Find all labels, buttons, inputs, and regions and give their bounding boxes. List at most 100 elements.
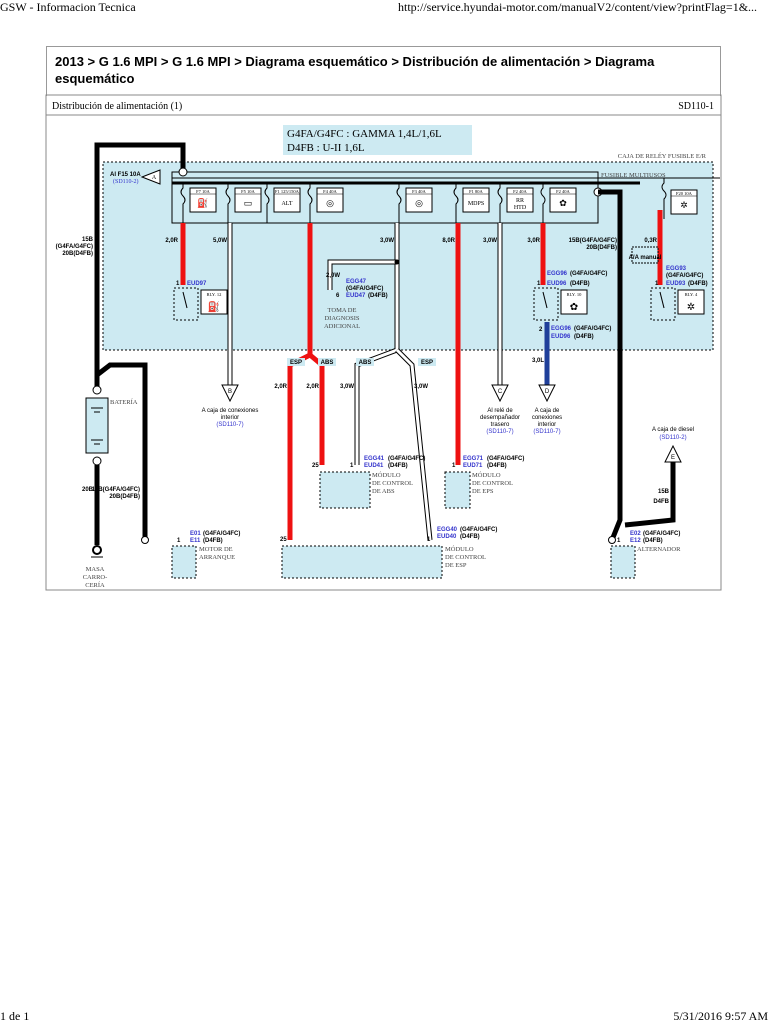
svg-text:8,0R: 8,0R	[442, 238, 455, 244]
eps-module	[444, 471, 471, 509]
svg-text:(SD110-7): (SD110-7)	[216, 422, 243, 428]
svg-text:(SD110-2): (SD110-2)	[659, 435, 686, 441]
esp-module	[281, 545, 443, 579]
svg-text:F7 10A: F7 10A	[196, 189, 210, 194]
relay-r12: RLY. 12⛽	[173, 287, 228, 321]
svg-text:F2 40A: F2 40A	[513, 189, 527, 194]
svg-text:ESP: ESP	[290, 360, 302, 366]
fan-icon: ✿	[559, 198, 567, 208]
svg-text:MOTOR DE: MOTOR DE	[199, 546, 233, 553]
svg-text:interior: interior	[538, 422, 556, 428]
connector-a-label: Al F15 10A	[110, 172, 141, 178]
svg-text:15B: 15B	[82, 237, 94, 243]
svg-text:F20 10A: F20 10A	[676, 191, 693, 196]
svg-text:RR: RR	[516, 198, 524, 204]
svg-text:EUD96: EUD96	[547, 281, 567, 287]
fuse-8: F20 10A ✲	[661, 178, 698, 219]
svg-text:F1 125/150A: F1 125/150A	[275, 189, 300, 194]
svg-text:A caja de: A caja de	[535, 408, 560, 414]
svg-text:1: 1	[452, 463, 456, 469]
svg-text:conexiones: conexiones	[532, 415, 562, 421]
svg-text:B: B	[228, 389, 232, 395]
svg-text:ESP: ESP	[421, 360, 433, 366]
diagram-code: SD110-1	[678, 101, 714, 112]
svg-text:(D4FB): (D4FB)	[570, 281, 590, 287]
ac-manual-label: A/A manual	[629, 255, 662, 261]
svg-text:2,0R: 2,0R	[165, 238, 178, 244]
svg-text:(D4FB): (D4FB)	[203, 538, 223, 544]
svg-text:MASA: MASA	[86, 566, 105, 573]
svg-text:DE ABS: DE ABS	[372, 488, 395, 495]
svg-text:25: 25	[312, 463, 319, 469]
svg-text:(D4FB): (D4FB)	[460, 534, 480, 540]
relay-box-label: CAJA DE RELÉY FUSIBLE E/R	[618, 152, 707, 160]
svg-text:A: A	[152, 175, 157, 181]
print-datetime: 5/31/2016 9:57 AM	[673, 1009, 768, 1023]
svg-text:EGG41: EGG41	[364, 456, 385, 462]
svg-text:20B(D4FB): 20B(D4FB)	[586, 245, 617, 251]
svg-text:(SD110-7): (SD110-7)	[533, 429, 560, 435]
svg-text:RLY. 12: RLY. 12	[207, 292, 222, 297]
svg-text:6: 6	[336, 293, 340, 299]
svg-text:F4 40A: F4 40A	[323, 189, 337, 194]
svg-text:MÓDULO: MÓDULO	[472, 471, 501, 479]
svg-text:DE CONTROL: DE CONTROL	[372, 480, 413, 487]
svg-text:0,3R: 0,3R	[644, 238, 657, 244]
svg-text:2,0W: 2,0W	[326, 273, 340, 279]
fuse-1: F5 10A▭	[225, 183, 262, 223]
svg-text:(G4FA/G4FC): (G4FA/G4FC)	[203, 531, 240, 537]
breadcrumb: 2013 > G 1.6 MPI > G 1.6 MPI > Diagrama …	[46, 46, 721, 96]
svg-text:3,0R: 3,0R	[527, 238, 540, 244]
svg-text:(G4FA/G4FC): (G4FA/G4FC)	[570, 271, 607, 277]
svg-text:1: 1	[617, 538, 621, 544]
svg-text:EGG40: EGG40	[437, 527, 458, 533]
fuel-pump-icon: ⛽	[197, 197, 208, 208]
svg-text:✿: ✿	[570, 302, 578, 313]
svg-text:desempañador: desempañador	[480, 415, 520, 421]
svg-text:3,0W: 3,0W	[414, 384, 428, 390]
svg-text:ALT: ALT	[281, 201, 292, 207]
svg-text:(G4FA/G4FC): (G4FA/G4FC)	[388, 456, 425, 462]
svg-text:interior: interior	[221, 415, 239, 421]
svg-text:ARRANQUE: ARRANQUE	[199, 554, 235, 561]
svg-text:E02: E02	[630, 531, 641, 537]
svg-text:(G4FA/G4FC): (G4FA/G4FC)	[643, 531, 680, 537]
svg-text:E12: E12	[630, 538, 641, 544]
multifuse-label: FUSIBLE MULTIUSOS	[601, 172, 666, 179]
diagram-frame	[45, 94, 722, 591]
connector-a	[140, 169, 161, 185]
svg-text:15B(G4FA/G4FC): 15B(G4FA/G4FC)	[92, 487, 140, 493]
svg-text:3,0W: 3,0W	[340, 384, 354, 390]
page-url: http://service.hyundai-motor.com/manualV…	[398, 0, 758, 14]
abs-icon: ◎	[326, 198, 334, 208]
svg-text:1: 1	[655, 281, 659, 287]
svg-text:1: 1	[177, 538, 181, 544]
svg-text:CARRO-: CARRO-	[83, 574, 108, 581]
ac-compressor-icon: ✲	[680, 200, 688, 210]
svg-text:RLY. 10: RLY. 10	[567, 292, 582, 297]
window-title: GSW - Informacion Tecnica	[0, 0, 136, 14]
svg-text:3,0W: 3,0W	[380, 238, 394, 244]
svg-text:DE CONTROL: DE CONTROL	[445, 554, 486, 561]
svg-text:EUD40: EUD40	[437, 534, 457, 540]
svg-text:trasero: trasero	[491, 422, 510, 428]
svg-text:EGG93: EGG93	[666, 266, 687, 272]
svg-text:(D4FB): (D4FB)	[688, 281, 708, 287]
svg-text:2: 2	[539, 327, 543, 333]
connector-a-ref[interactable]: (SD110-2)	[113, 178, 138, 185]
svg-text:EGG47: EGG47	[346, 279, 367, 285]
svg-text:(SD110-7): (SD110-7)	[486, 429, 513, 435]
svg-text:DE ESP: DE ESP	[445, 562, 467, 569]
engine-label-box	[283, 125, 472, 155]
svg-text:3,0L: 3,0L	[532, 358, 544, 364]
svg-text:RLY. 4: RLY. 4	[685, 292, 698, 297]
svg-text:F3 40A: F3 40A	[412, 189, 426, 194]
svg-text:(G4FA/G4FC): (G4FA/G4FC)	[487, 456, 524, 462]
svg-text:EUD47: EUD47	[346, 293, 366, 299]
svg-text:(G4FA/G4FC): (G4FA/G4FC)	[666, 273, 703, 279]
battery	[85, 397, 109, 454]
svg-text:Al relé de: Al relé de	[487, 408, 513, 414]
